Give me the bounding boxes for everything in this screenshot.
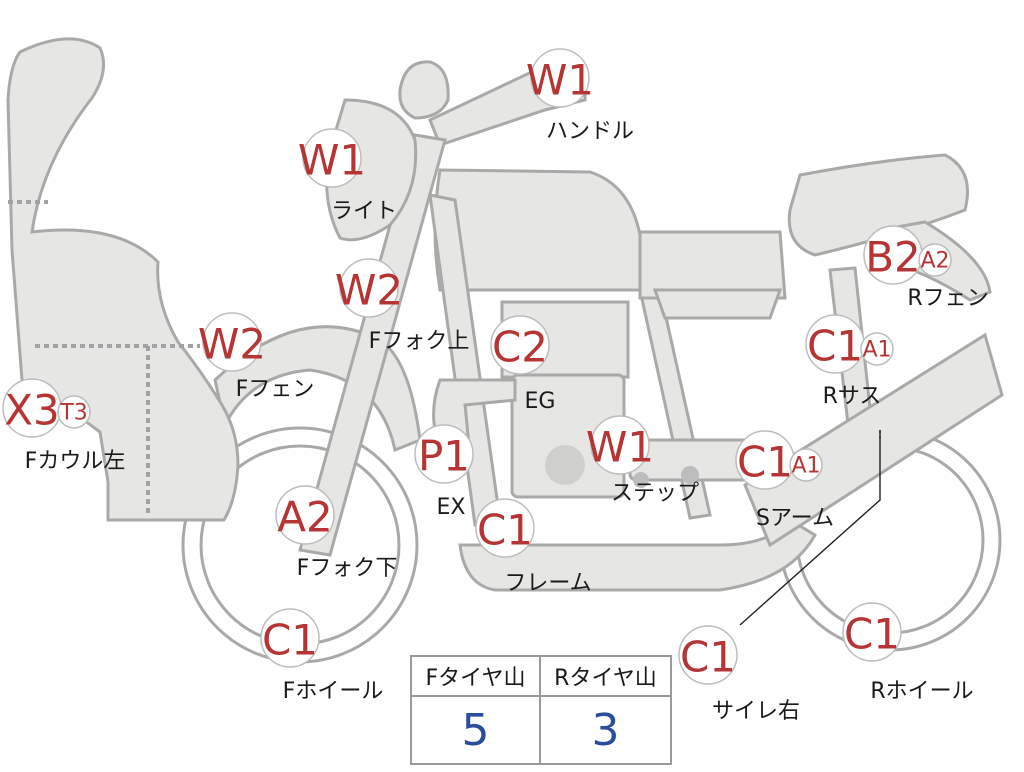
part-badge-light: W1 ライト xyxy=(298,128,397,224)
sub-badge-circle xyxy=(57,395,91,429)
damage-code-engine: C2 xyxy=(492,323,548,372)
damage-code-fork-upper: W2 xyxy=(335,266,403,315)
tire-tread-table: Fタイヤ山 Rタイヤ山 5 3 xyxy=(410,655,672,765)
damage-code-fork-lower: A2 xyxy=(277,493,332,542)
sub-badge-circle xyxy=(918,243,952,277)
damage-code-f-cowl-left: X3 xyxy=(4,386,60,435)
part-badge-silencer-right: C1 サイレ右 xyxy=(678,625,800,724)
silencer-shape xyxy=(743,332,1004,548)
sub-code-f-cowl-left: T3 xyxy=(59,401,87,426)
badge-circle xyxy=(678,625,738,685)
mirror-shape xyxy=(398,60,450,120)
part-label-exhaust: EX xyxy=(437,495,466,520)
badge-circle xyxy=(475,498,535,558)
part-badge-handle: W1 ハンドル xyxy=(526,48,634,144)
badge-circle xyxy=(302,128,362,188)
side-panel-shape xyxy=(638,230,787,300)
part-label-fork-upper: Fフォク上 xyxy=(369,329,470,354)
badge-circle xyxy=(490,315,550,375)
damage-code-s-arm: C1 xyxy=(737,438,793,487)
rear-tire-value: 3 xyxy=(591,704,620,756)
part-badge-frame: C1 フレーム xyxy=(475,498,592,596)
part-label-handle: ハンドル xyxy=(546,119,634,144)
sub-badge-circle xyxy=(860,332,894,366)
front-tire-header: Fタイヤ山 xyxy=(412,657,541,697)
damage-code-light: W1 xyxy=(298,136,366,185)
seat-base-shape xyxy=(652,288,783,320)
damage-code-silencer-right: C1 xyxy=(680,633,736,682)
fuel-tank-shape xyxy=(433,168,652,292)
damage-code-r-fender: B2 xyxy=(865,233,921,282)
part-label-light: ライト xyxy=(331,199,397,224)
sub-code-s-arm: A1 xyxy=(791,454,820,479)
part-label-r-suspension: Rサス xyxy=(823,384,882,409)
badge-circle xyxy=(202,312,262,372)
badge-circle xyxy=(842,602,902,662)
part-label-silencer-right: サイレ右 xyxy=(712,699,800,724)
badge-circle xyxy=(260,608,320,668)
part-badge-step: W1 ステップ xyxy=(586,415,699,506)
part-label-r-wheel: Rホイール xyxy=(870,679,973,704)
part-label-frame: フレーム xyxy=(504,571,591,596)
badge-circle xyxy=(339,258,399,318)
sub-code-r-fender: A2 xyxy=(920,249,949,274)
part-label-s-arm: Sアーム xyxy=(756,506,834,531)
damage-code-r-suspension: C1 xyxy=(807,322,863,371)
part-label-fork-lower: Fフォク下 xyxy=(297,556,398,581)
damage-code-r-wheel: C1 xyxy=(844,610,900,659)
part-label-r-fender: Rフェン xyxy=(907,286,988,311)
part-label-f-cowl-left: Fカウル左 xyxy=(25,449,126,474)
part-label-f-wheel: Fホイール xyxy=(283,679,384,704)
front-cowl-shape xyxy=(6,37,240,522)
badge-circle xyxy=(414,424,474,484)
front-fork-shape xyxy=(298,133,447,557)
sub-code-r-suspension: A1 xyxy=(862,338,891,363)
step-bolt-left-shape xyxy=(633,472,649,488)
part-label-f-fender: Fフェン xyxy=(236,377,315,402)
badge-circle xyxy=(590,415,650,475)
badge-circle xyxy=(275,485,335,545)
part-label-step: ステップ xyxy=(611,481,699,506)
damage-code-exhaust: P1 xyxy=(418,432,470,481)
engine-cover-shape xyxy=(545,445,585,485)
rear-tire-header: Rタイヤ山 xyxy=(541,657,670,697)
silencer-pointer-line xyxy=(739,430,881,626)
damage-code-step: W1 xyxy=(586,423,654,472)
damage-code-frame: C1 xyxy=(477,506,533,555)
seat-shape xyxy=(787,153,969,257)
damage-code-f-fender: W2 xyxy=(198,320,266,369)
damage-code-f-wheel: C1 xyxy=(262,616,318,665)
frame-lower-shape xyxy=(458,518,818,592)
damage-code-handle: W1 xyxy=(526,56,594,105)
front-tire-value: 5 xyxy=(412,697,541,763)
sub-badge-circle xyxy=(789,448,823,482)
part-label-engine: EG xyxy=(525,389,556,414)
step-bolt-right-shape xyxy=(681,466,699,484)
badge-circle xyxy=(530,48,590,108)
